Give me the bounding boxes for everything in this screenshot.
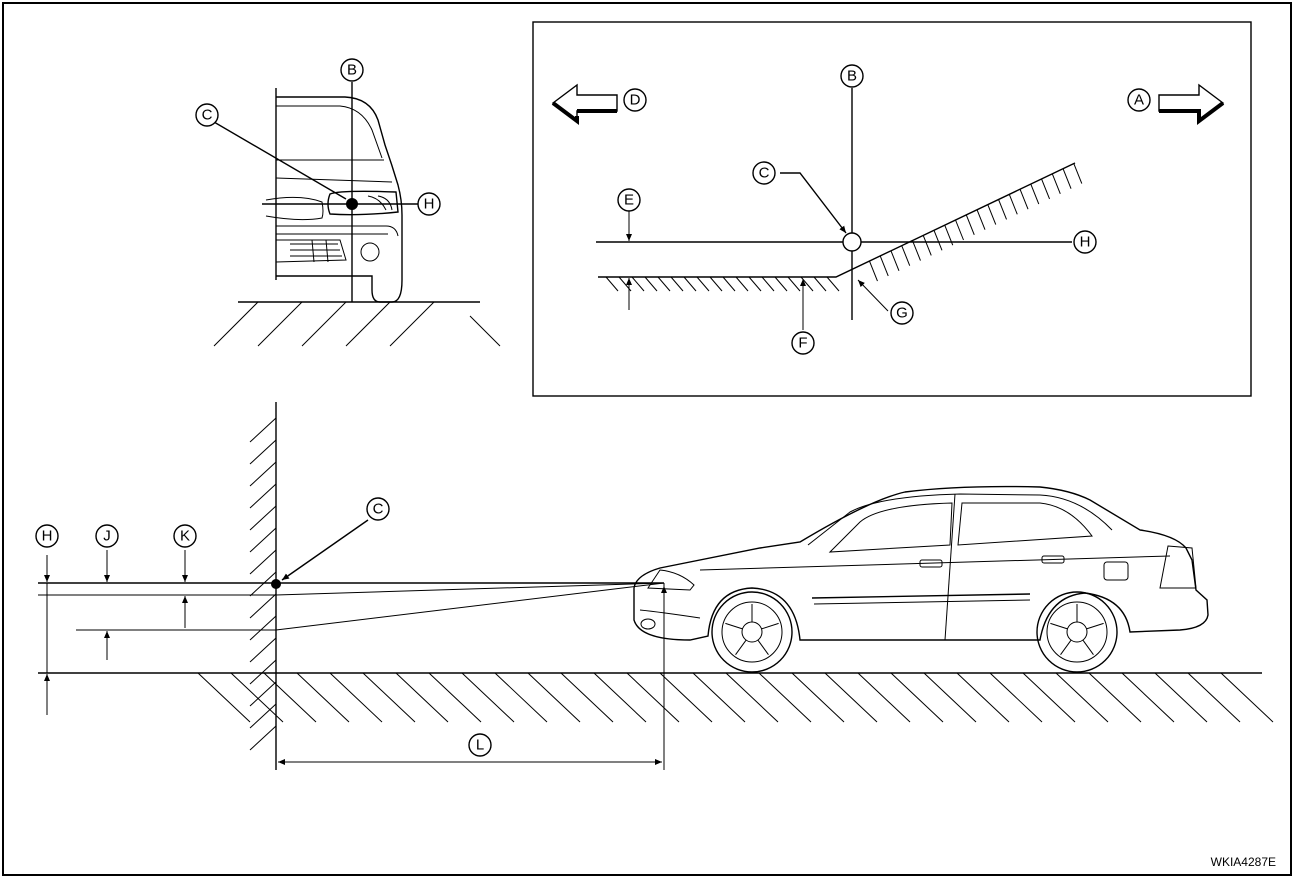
callout-h-front: H bbox=[417, 192, 441, 216]
cutoff-hatch-flat bbox=[605, 276, 840, 292]
front-headlamp bbox=[327, 190, 399, 216]
rear-wheel bbox=[1036, 591, 1118, 673]
front-wheel bbox=[711, 591, 793, 673]
left-direction-arrow bbox=[551, 83, 618, 123]
svg-text:C: C bbox=[373, 501, 384, 518]
beam-pattern-inset bbox=[532, 21, 1252, 397]
inset-frame bbox=[532, 21, 1252, 397]
svg-text:A: A bbox=[1134, 92, 1144, 109]
side-view bbox=[38, 402, 1274, 770]
svg-text:H: H bbox=[42, 528, 53, 545]
svg-text:G: G bbox=[896, 305, 908, 322]
front-car-body bbox=[276, 96, 403, 303]
svg-text:B: B bbox=[847, 68, 857, 85]
callout-c-front: C bbox=[195, 103, 219, 127]
callout-e: E bbox=[617, 188, 641, 212]
callout-c-side: C bbox=[366, 497, 390, 521]
side-ground-hatch bbox=[197, 672, 1274, 723]
svg-text:J: J bbox=[103, 528, 111, 545]
callout-g: G bbox=[890, 301, 914, 325]
svg-text:H: H bbox=[424, 196, 435, 213]
figure-code: WKIA4287E bbox=[1211, 855, 1276, 869]
callouts: B C H D A B C E H G F C H J K L bbox=[35, 58, 1151, 757]
svg-text:L: L bbox=[476, 737, 484, 754]
callout-k: K bbox=[173, 524, 197, 548]
svg-text:C: C bbox=[759, 165, 770, 182]
svg-text:C: C bbox=[202, 107, 213, 124]
callout-l: L bbox=[468, 733, 492, 757]
svg-text:B: B bbox=[347, 62, 357, 79]
beam-lower-ray bbox=[275, 582, 665, 631]
front-ground-hatch bbox=[213, 301, 501, 347]
wall-headlamp-center-dot bbox=[271, 579, 281, 589]
svg-text:H: H bbox=[1080, 234, 1091, 251]
rear-side-window bbox=[957, 502, 1093, 546]
callout-b-front: B bbox=[340, 58, 364, 82]
beam-cutoff-line bbox=[598, 162, 1076, 278]
front-fog-lamp bbox=[360, 242, 380, 262]
cutoff-hatch-slope bbox=[868, 163, 1083, 282]
svg-text:D: D bbox=[630, 92, 641, 109]
front-view bbox=[213, 82, 501, 347]
callout-b-inset: B bbox=[840, 64, 864, 88]
front-side-window bbox=[828, 502, 953, 553]
svg-text:K: K bbox=[180, 528, 190, 545]
right-direction-arrow bbox=[1158, 83, 1225, 123]
callout-c-inset: C bbox=[752, 161, 776, 185]
beam-upper-ray bbox=[275, 582, 665, 596]
callout-a: A bbox=[1127, 88, 1151, 112]
front-headlamp-center-dot bbox=[346, 198, 358, 210]
callout-j: J bbox=[95, 524, 119, 548]
inset-headlamp-center-circle bbox=[842, 232, 862, 252]
callout-f: F bbox=[791, 331, 815, 355]
callout-h-side: H bbox=[35, 524, 59, 548]
svg-text:E: E bbox=[624, 192, 634, 209]
wall-hatch bbox=[249, 417, 277, 751]
svg-text:F: F bbox=[798, 335, 807, 352]
callout-d: D bbox=[623, 88, 647, 112]
side-car bbox=[633, 485, 1209, 673]
side-headlamp bbox=[647, 569, 695, 591]
callout-h-inset: H bbox=[1073, 230, 1097, 254]
